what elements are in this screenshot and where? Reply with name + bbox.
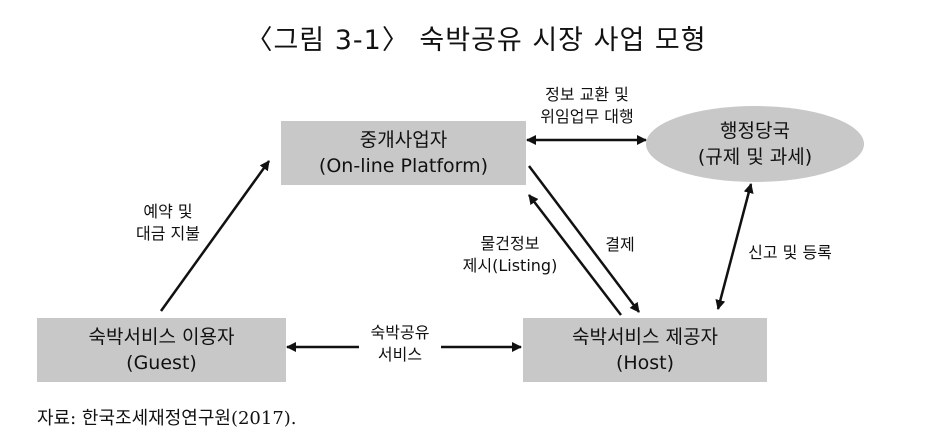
edge-label-host-platform: 물건정보 제시(Listing)	[462, 234, 558, 275]
authority-node: 행정당국 (규제 및 과세)	[646, 106, 864, 182]
guest-node: 숙박서비스 이용자 (Guest)	[37, 318, 286, 382]
edge-label-guest-host: 숙박공유 서비스	[370, 323, 430, 364]
edge-label-guest-platform: 예약 및 대금 지불	[136, 202, 200, 243]
arrow-guest-platform	[159, 160, 271, 312]
edge-label-platform-authority: 정보 교환 및 위임업무 대행	[540, 85, 634, 126]
arrow-platform-host	[528, 165, 640, 313]
figure-title: 〈그림 3-1〉 숙박공유 시장 사업 모형	[245, 25, 707, 56]
host-node: 숙박서비스 제공자 (Host)	[523, 318, 767, 382]
arrow-host-authority	[715, 183, 754, 310]
platform-node-subtitle: (On-line Platform)	[318, 155, 489, 177]
host-node-subtitle: (Host)	[615, 352, 675, 374]
platform-node-title: 중개사업자	[359, 129, 448, 151]
guest-node-title: 숙박서비스 이용자	[88, 326, 235, 348]
authority-node-title: 행정당국	[720, 120, 790, 142]
guest-node-subtitle: (Guest)	[126, 352, 197, 374]
arrow-host-platform	[528, 194, 622, 316]
edge-label-host-authority: 신고 및 등록	[748, 243, 832, 262]
authority-node-subtitle: (규제 및 과세)	[697, 146, 813, 168]
source-note: 자료: 한국조세재정연구원(2017).	[37, 408, 297, 429]
host-node-title: 숙박서비스 제공자	[572, 326, 718, 348]
platform-node: 중개사업자 (On-line Platform)	[281, 121, 526, 185]
edge-label-platform-host: 결제	[605, 235, 635, 254]
